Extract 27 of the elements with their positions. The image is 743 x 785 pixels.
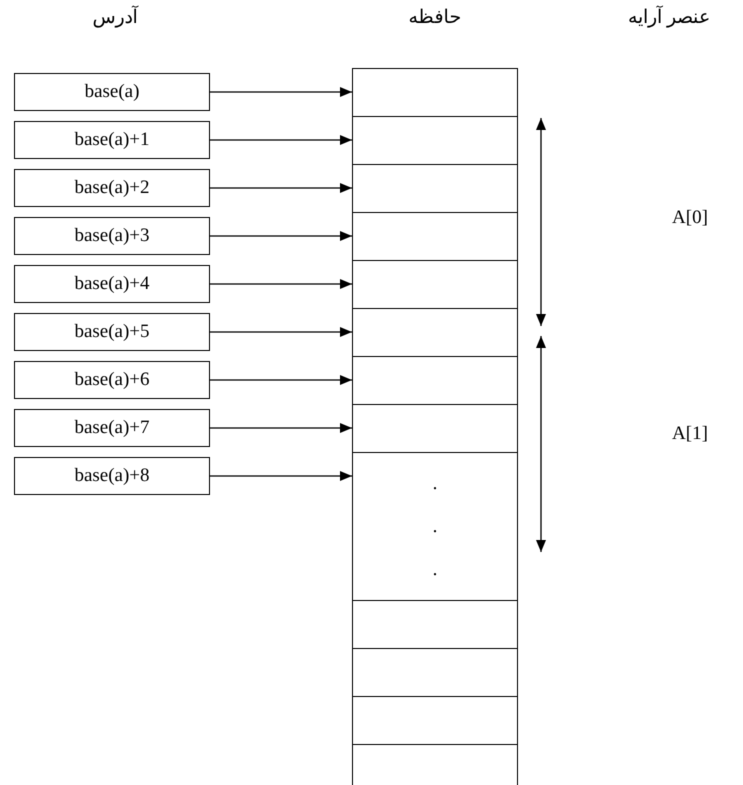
address-box: base(a)+6 [14, 361, 210, 399]
arrow [210, 423, 352, 433]
arrow [210, 87, 352, 97]
ellipsis-dot: . [432, 517, 438, 536]
column-heading: عنصر آرایه [627, 4, 711, 30]
column-heading: حافظه [408, 6, 462, 30]
address-box: base(a) [14, 73, 210, 111]
ellipsis-dot: . [432, 474, 438, 493]
memory-column [352, 68, 518, 785]
address-box: base(a)+4 [14, 265, 210, 303]
arrow [210, 183, 352, 193]
arrow [210, 327, 352, 337]
address-box: base(a)+2 [14, 169, 210, 207]
address-box: base(a)+3 [14, 217, 210, 255]
ellipsis-dot: . [432, 560, 438, 579]
address-box: base(a)+1 [14, 121, 210, 159]
arrow [210, 231, 352, 241]
address-box: base(a)+5 [14, 313, 210, 351]
arrow [210, 279, 352, 289]
arrow [210, 375, 352, 385]
arrow [210, 471, 352, 481]
address-box: base(a)+8 [14, 457, 210, 495]
element-label: A[1] [671, 422, 709, 446]
column-heading: آدرس [92, 4, 140, 30]
address-box: base(a)+7 [14, 409, 210, 447]
arrow [210, 135, 352, 145]
element-label: A[0] [671, 206, 709, 230]
